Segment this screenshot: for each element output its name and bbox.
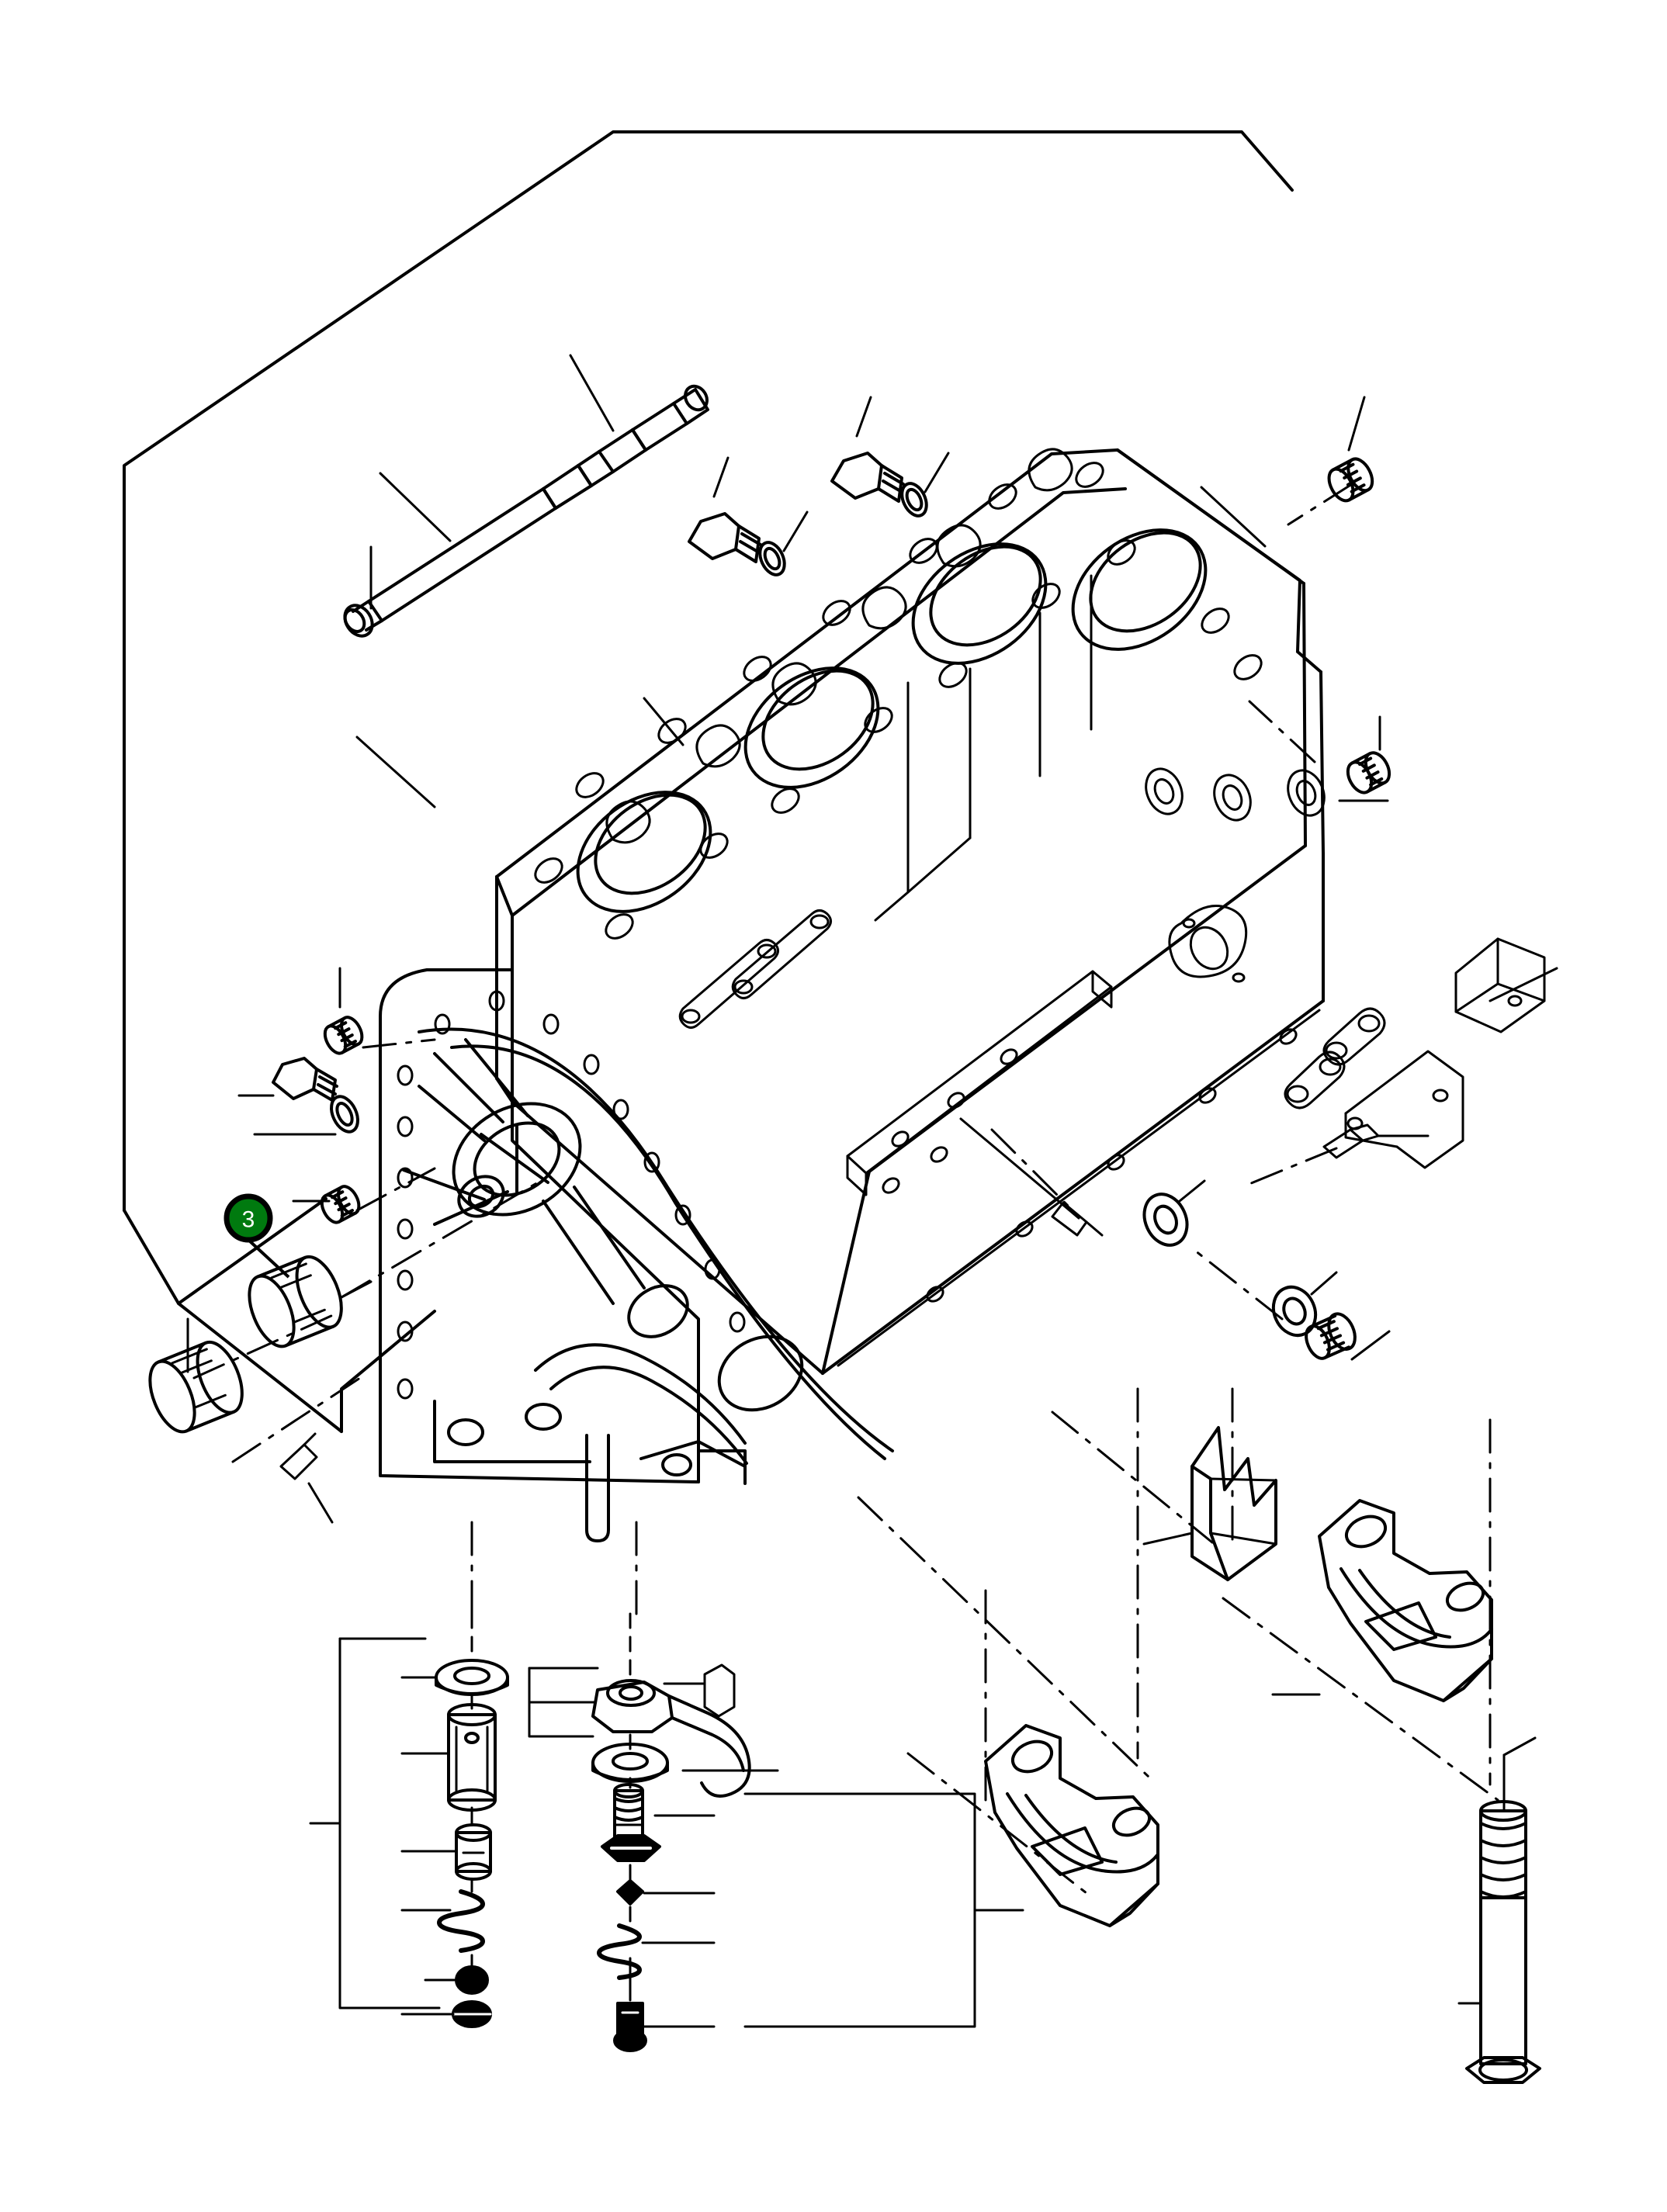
main-bearing-bolt (1457, 1736, 1541, 2084)
exhaust-flange-boss (1168, 905, 1248, 983)
cylinder-bore-1 (576, 791, 712, 913)
plug-group-left (237, 967, 364, 1524)
callout-circle-3[interactable] (224, 1193, 273, 1243)
front-cover-face (379, 968, 894, 1542)
head-bolt-hole-row-front (534, 539, 1263, 940)
oil-gallery-rail (846, 970, 1113, 1196)
leader-line-group (355, 486, 1558, 1002)
cylinder-bore-3 (911, 542, 1048, 665)
lifting-bracket (1344, 1050, 1464, 1169)
washer-right (1271, 1271, 1338, 1338)
dowel-pin (959, 1117, 1104, 1237)
tappet-boss-group (678, 909, 832, 1029)
side-boss-block (1454, 937, 1546, 1033)
thrust-plate (1142, 1426, 1277, 1581)
cylinder-bore-4 (1071, 528, 1208, 651)
dowel-pin-left (279, 1432, 334, 1524)
oil-pipe-assembly (343, 354, 709, 638)
main-bearing-cap (1318, 1499, 1493, 1702)
cylinder-bore-2 (743, 666, 880, 789)
piston-cooling-nozzle-assembly (528, 1612, 1024, 2052)
cylinder-block-body (495, 448, 1546, 1483)
relief-valve-assembly (309, 1612, 509, 2028)
plug-mid-right (1142, 1179, 1206, 1247)
plug-group-right (1142, 715, 1430, 1361)
assembly-centreline-group (192, 483, 1499, 1895)
plug-group-top (688, 396, 1374, 576)
internal-web-group (874, 574, 1093, 922)
coolant-passage-group (605, 448, 1073, 844)
callout-leader-line (247, 1238, 290, 1279)
side-boss-group (1145, 767, 1326, 822)
pan-rail (837, 1009, 1321, 1367)
main-bearing-cap (984, 1724, 1159, 1927)
main-bearing-cap-group (984, 1499, 1493, 1927)
link-plate-group (1284, 1007, 1386, 1109)
